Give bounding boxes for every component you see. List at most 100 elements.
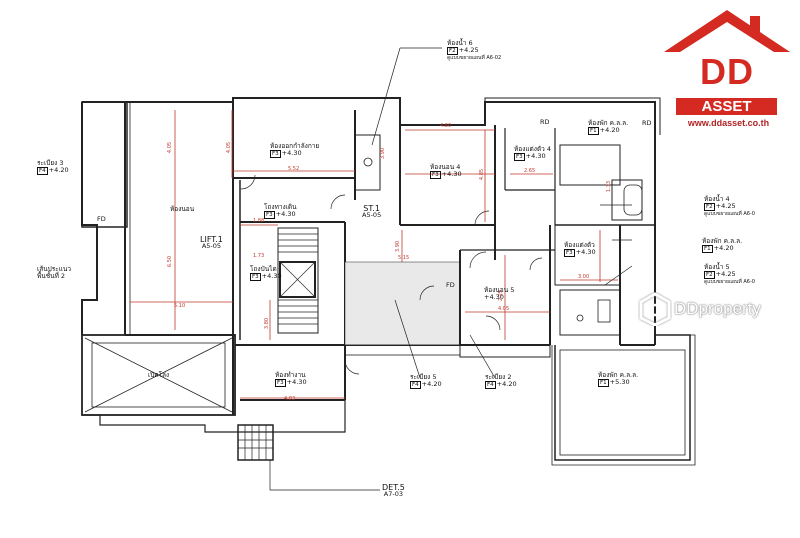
dim-label: 5.52 xyxy=(288,166,300,172)
master-bed-title: ห้องนอน xyxy=(170,205,195,213)
stair-hall-label: โถงบันได F3+4.30 xyxy=(250,266,282,281)
balcony2-level: +4.20 xyxy=(496,380,517,388)
dress4-tag: F3 xyxy=(514,153,525,161)
st1-label: ST.1 A5-05 xyxy=(362,205,381,219)
bath6-note: ดูแบบขยายแผนที่ A6-02 xyxy=(447,55,502,61)
ddproperty-logo-icon xyxy=(639,292,671,326)
ac-room-bottom-level: +5.30 xyxy=(609,378,630,386)
balcony5-tag: F4 xyxy=(410,381,421,389)
ac-room-mid-title: ห้องพัก ค.ล.ล. xyxy=(702,237,743,245)
hall-label: โถงทางเดิน F3+4.30 xyxy=(264,204,297,219)
dress5-title: ห้องแต่งตัว xyxy=(564,241,595,249)
dd-asset-logo: DD ASSET www.ddasset.co.th xyxy=(662,8,792,133)
floor-line-title: เส้นประแนว xyxy=(37,265,72,273)
house-roof-icon xyxy=(664,10,790,52)
hall-level: +4.30 xyxy=(275,210,296,218)
balcony3-tag: F4 xyxy=(37,167,48,175)
det5-label: DET.5 A7-03 xyxy=(382,484,405,498)
floor-line-sub: พื้นชั้นที่ 2 xyxy=(37,272,66,280)
bath6-tag: F2 xyxy=(447,47,458,55)
balcony3-level: +4.20 xyxy=(48,166,69,174)
lift-ref: A5-05 xyxy=(201,242,222,250)
dim-label: 5.15 xyxy=(398,255,410,261)
ac-room-bottom-tag: F1 xyxy=(598,379,609,387)
work-level: +4.30 xyxy=(286,378,307,386)
bath4-level: +4.25 xyxy=(715,202,736,210)
dress4-label: ห้องแต่งตัว 4 F3+4.30 xyxy=(514,146,551,161)
master-bed-label: ห้องนอน xyxy=(170,206,194,213)
dim-label: 3.90 xyxy=(395,240,402,253)
dim-label: 3.90 xyxy=(380,147,387,160)
hall-title: โถงทางเดิน xyxy=(264,203,297,211)
balcony2-label: ระเบียง 2 F4+4.20 xyxy=(485,374,517,389)
balcony5-label: ระเบียง 5 F4+4.20 xyxy=(410,374,442,389)
bed5-title: ห้องนอน 5 xyxy=(484,286,515,294)
dim-label: 4.80 xyxy=(440,123,452,129)
bed4-tag: F3 xyxy=(430,171,441,179)
lift-shaft xyxy=(279,261,316,298)
dim-label: 4.05 xyxy=(498,306,510,312)
bath4-label: ห้องน้ำ 4 F2+4.25 ดูแบบขยายแผนที่ A6-0 xyxy=(704,196,755,218)
study-label: ห้องออกกำลังกาย F3+4.30 xyxy=(270,143,319,158)
fd-label-left: FD xyxy=(97,215,106,223)
dress4-level: +4.30 xyxy=(525,152,546,160)
bath5-tag: F2 xyxy=(704,271,715,279)
stair-hall-tag: F3 xyxy=(250,273,261,281)
lift-title: LIFT.1 xyxy=(200,235,223,244)
rd-label-right: RD xyxy=(642,119,652,127)
ac-room-mid-level: +4.20 xyxy=(713,244,734,252)
bed5-label: ห้องนอน 5 +4.30 xyxy=(484,287,514,301)
ac-room-top-label: ห้องพัก ค.ล.ล. F1+4.20 xyxy=(588,120,628,135)
work-label: ห้องทำงาน F3+4.30 xyxy=(275,372,307,387)
floor-line-label: เส้นประแนว พื้นชั้นที่ 2 xyxy=(37,266,71,280)
balcony5-title: ระเบียง 5 xyxy=(410,373,437,381)
balcony3-title: ระเบียง 3 xyxy=(37,159,64,167)
bath4-tag: F2 xyxy=(704,203,715,211)
logo-url: www.ddasset.co.th xyxy=(687,118,770,128)
ac-room-mid-tag: F1 xyxy=(702,245,713,253)
outer-wall xyxy=(82,97,656,135)
wall-left-balcony xyxy=(81,102,98,335)
ac-room-mid-label: ห้องพัก ค.ล.ล. F1+4.20 xyxy=(702,238,742,253)
bath5-note: ดูแบบขยายแผนที่ A6-0 xyxy=(704,279,755,285)
dim-label: 3.80 xyxy=(264,317,271,330)
bath5-title: ห้องน้ำ 5 xyxy=(704,263,730,271)
study-tag: F3 xyxy=(270,150,281,158)
det5-title: DET.5 xyxy=(382,483,405,492)
logo-brand-top: DD xyxy=(700,51,754,92)
dim-label: 1.33 xyxy=(606,180,613,193)
dim-label: 5.10 xyxy=(174,303,186,309)
ac-room-top-title: ห้องพัก ค.ล.ล. xyxy=(588,119,629,127)
bed4-level: +4.30 xyxy=(441,170,462,178)
dim-label: 1.88 xyxy=(253,218,265,224)
void-label: เปิดโล่ง xyxy=(148,372,169,379)
dress4-title: ห้องแต่งตัว 4 xyxy=(514,145,552,153)
dim-label: 4.83 xyxy=(284,396,296,402)
dress5-level: +4.30 xyxy=(575,248,596,256)
ac-room-bottom-title: ห้องพัก ค.ล.ล. xyxy=(598,371,639,379)
ac-room-top-tag: F1 xyxy=(588,127,599,135)
void-area xyxy=(81,334,236,416)
dim-label: 2.65 xyxy=(524,168,536,174)
rd-label-top: RD xyxy=(540,118,550,126)
balcony2-tag: F4 xyxy=(485,381,496,389)
bath6-label: ห้องน้ำ 6 F2+4.25 ดูแบบขยายแผนที่ A6-02 xyxy=(447,40,501,62)
dim-label: 1.73 xyxy=(253,253,265,259)
dim-label: 6.50 xyxy=(167,255,174,268)
logo-brand-bottom: ASSET xyxy=(676,98,777,115)
ddproperty-text: DDproperty xyxy=(674,299,761,318)
bath5-level: +4.25 xyxy=(715,270,736,278)
stair xyxy=(277,227,319,334)
balcony5-level: +4.20 xyxy=(421,380,442,388)
ac-room-top-level: +4.20 xyxy=(599,126,620,134)
balcony2-title: ระเบียง 2 xyxy=(485,373,512,381)
bed5-level: +4.30 xyxy=(484,293,504,301)
study-title: ห้องออกกำลังกาย xyxy=(270,142,320,150)
hall-tag: F3 xyxy=(264,211,275,219)
dress5-label: ห้องแต่งตัว F3+4.30 xyxy=(564,242,596,257)
dim-label: 2.25 xyxy=(498,289,505,302)
bath5-label: ห้องน้ำ 5 F2+4.25 ดูแบบขยายแผนที่ A6-0 xyxy=(704,264,755,286)
dim-label: 4.05 xyxy=(167,141,174,154)
det5-ref: A7-03 xyxy=(383,490,403,498)
